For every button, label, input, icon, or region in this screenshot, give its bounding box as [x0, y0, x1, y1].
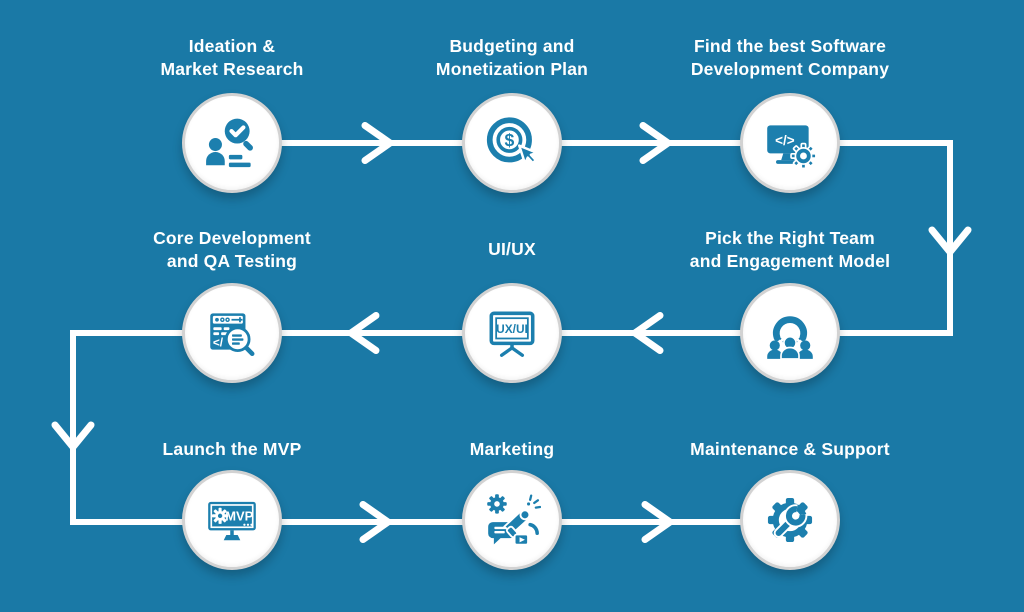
- team-leader-icon: [767, 316, 813, 360]
- step-ui-ux: UI/UX UX/UI: [362, 226, 662, 383]
- step-core-development-qa: Core Development and QA Testing </: [82, 226, 382, 383]
- svg-text:</>: </>: [775, 133, 795, 148]
- step-circle: [740, 283, 840, 383]
- step-maintenance-support: Maintenance & Support: [640, 436, 940, 570]
- step-label: Find the best Software Development Compa…: [690, 35, 890, 79]
- step-circle: [182, 93, 282, 193]
- step-circle: [462, 470, 562, 570]
- step-circle: [740, 470, 840, 570]
- step-circle: </>: [740, 93, 840, 193]
- svg-text:$: $: [505, 130, 515, 150]
- step-label: Marketing: [469, 439, 555, 460]
- step-circle: $: [462, 93, 562, 193]
- step-label: Core Development and QA Testing: [153, 227, 311, 271]
- user-check-analysis-icon: [206, 118, 253, 168]
- step-label: Budgeting and Monetization Plan: [435, 35, 589, 79]
- svg-text:</: </: [213, 335, 224, 349]
- step-circle: UX/UI: [462, 283, 562, 383]
- step-budgeting-monetization: Budgeting and Monetization Plan $: [362, 32, 662, 193]
- uxui-monitor-icon: UX/UI: [489, 311, 535, 357]
- step-circle: </: [182, 283, 282, 383]
- step-ideation-market-research: Ideation & Market Research: [82, 32, 382, 193]
- svg-text:UX/UI: UX/UI: [496, 322, 528, 336]
- megaphone-promotion-icon: [487, 494, 541, 546]
- step-circle: MVP: [182, 470, 282, 570]
- step-launch-mvp: Launch the MVP MVP: [82, 436, 382, 570]
- step-label: Ideation & Market Research: [160, 35, 304, 79]
- step-pick-team-engagement: Pick the Right Team and Engagement Model: [640, 226, 940, 383]
- gear-wrench-icon: [767, 497, 813, 543]
- step-label: UI/UX: [488, 239, 536, 260]
- mvp-monitor-gear-icon: MVP: [208, 501, 256, 541]
- step-label: Maintenance & Support: [690, 439, 890, 460]
- monitor-code-gear-icon: </>: [767, 125, 817, 170]
- dollar-target-cursor-icon: $: [486, 117, 539, 165]
- step-label: Pick the Right Team and Engagement Model: [689, 227, 891, 271]
- code-review-magnifier-icon: </: [210, 313, 255, 356]
- svg-text:MVP: MVP: [225, 508, 253, 523]
- step-marketing: Marketing: [362, 436, 662, 570]
- step-find-software-company: Find the best Software Development Compa…: [640, 32, 940, 193]
- step-label: Launch the MVP: [162, 439, 302, 460]
